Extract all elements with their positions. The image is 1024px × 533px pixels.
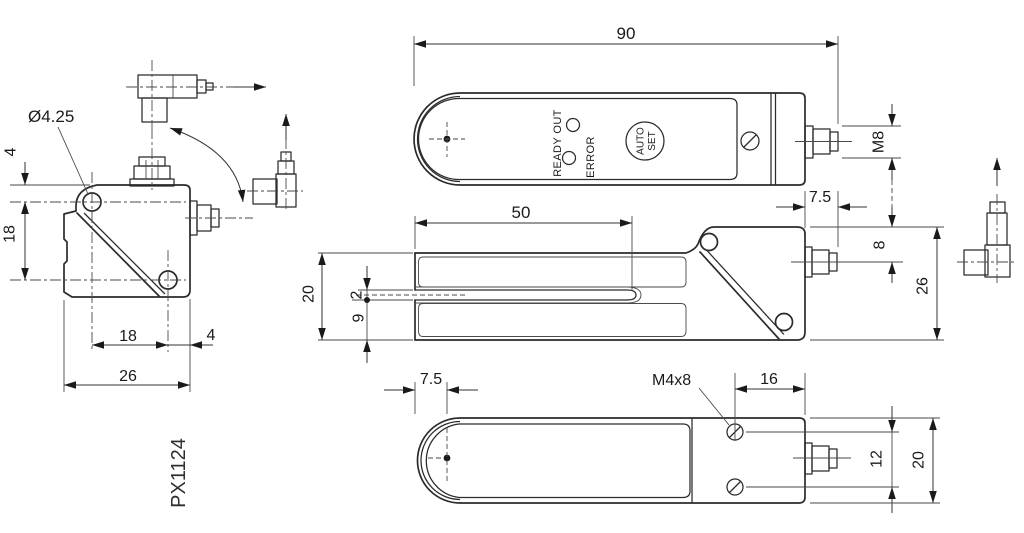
side-view-top-profile — [414, 226, 806, 254]
flange-bevel-inner — [706, 249, 785, 335]
beam-axis-dot — [443, 454, 451, 462]
rounded-end-inner-line — [416, 95, 461, 183]
top-view-body-outline — [413, 92, 806, 186]
dim-hole-horizontal-spacing: 18 — [119, 328, 137, 345]
flange-bevel-edge — [699, 251, 780, 340]
rotation-arc-arrow — [169, 127, 246, 203]
face-panel-outline — [425, 423, 691, 499]
dim-side-view-height: 26 — [915, 277, 932, 295]
right-angle-connector-icon-vertical — [957, 158, 1017, 283]
product-code-label: PX1124 — [168, 438, 190, 508]
cover-screw — [740, 131, 760, 151]
screw-slot — [743, 134, 757, 148]
upper-arm-face-line — [418, 256, 687, 288]
mounting-hole-upper — [699, 232, 719, 252]
dim-hole-diameter: Ø4.25 — [28, 107, 74, 126]
dim-beam-axis-offset: 7.5 — [420, 371, 442, 388]
m8-connector — [793, 442, 851, 475]
side-view-right-bottom — [414, 233, 806, 341]
rounded-end-inner-line — [420, 420, 461, 501]
dim-slot-to-bottom: 9 — [351, 313, 368, 322]
bevel-edge — [76, 212, 160, 297]
autoset-label-line2: SET — [647, 131, 658, 150]
dim-bottom-view-width: 20 — [911, 451, 928, 469]
leader-line — [698, 387, 730, 426]
m8-connector — [795, 125, 852, 159]
dim-mounting-thread: M4x8 — [652, 372, 691, 389]
face-panel-outline — [417, 97, 738, 181]
autoset-button — [625, 121, 665, 161]
dim-fork-thickness: 20 — [301, 285, 318, 303]
leader-line — [57, 126, 89, 195]
bottom-view: 7.5 M4x8 16 12 20 — [384, 371, 940, 513]
fork-slot — [415, 289, 637, 301]
mounting-hole-lower — [774, 312, 794, 332]
dim-hole-to-end: 16 — [760, 371, 778, 388]
dim-top-to-connector-axis: 8 — [872, 240, 889, 249]
ready-out-label: READY OUT — [552, 109, 564, 177]
dim-slot-depth: 50 — [512, 203, 531, 222]
connector-orientation-icons — [126, 60, 303, 212]
side-view: 50 20 2 9 8 26 — [301, 203, 944, 363]
dim-top-edge-to-hole: 4 — [3, 147, 20, 156]
top-view: READY OUT ERROR AUTO SET 90 M8 7.5 — [413, 24, 901, 247]
bottom-view-body-outline — [416, 417, 806, 504]
out-led — [565, 117, 581, 133]
dim-end-view-width: 26 — [119, 368, 137, 385]
dim-hole-spacing: 12 — [869, 450, 886, 468]
dim-reference-dot — [364, 297, 370, 303]
right-angle-connector-icon — [126, 60, 234, 128]
m8-connector — [791, 246, 903, 278]
autoset-label-line1: AUTO — [636, 127, 647, 155]
ready-led — [561, 150, 577, 166]
end-view: 4 18 18 4 26 Ø4.25 PX1124 — [2, 107, 253, 508]
straight-connector-icon — [247, 138, 303, 212]
dim-slot-width: 2 — [349, 290, 366, 299]
dim-connector-protrusion: 7.5 — [809, 189, 831, 206]
lower-arm-face-line — [418, 303, 687, 337]
dim-connector-thread: M8 — [871, 131, 888, 153]
dim-hole-vertical-spacing: 18 — [2, 225, 19, 243]
error-label: ERROR — [585, 136, 597, 178]
bevel-edge-inner — [83, 212, 166, 295]
dim-hole-to-right-edge: 4 — [207, 327, 216, 344]
dim-overall-length: 90 — [617, 24, 636, 43]
fork-slot-outer-line — [415, 286, 642, 304]
threaded-hole-lower — [726, 478, 744, 496]
